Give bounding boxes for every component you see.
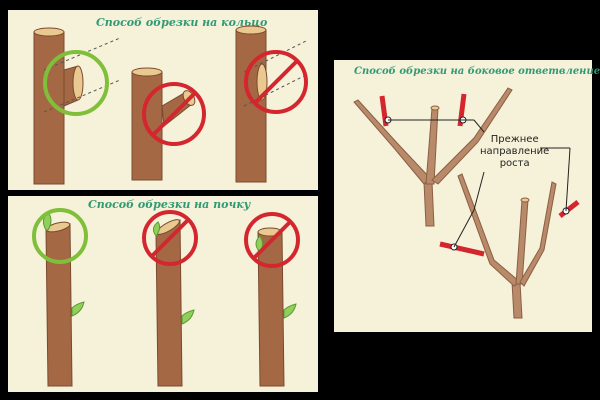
ring-correct-example [33,27,121,185]
ring-pruning-title: Способ обрезки на кольцо [96,16,268,29]
previous-growth-direction-label: Прежнее направление роста [480,134,550,169]
ring-pruning-panel: Способ обрезки на кольцо [8,10,318,190]
bud-pruning-drawing [32,208,300,387]
bud-correct-example [32,208,88,387]
upper-branch-example [353,87,513,227]
correct-ring-marker [43,50,109,116]
bud-wrong-example-1 [142,210,198,387]
side-branch-pruning-panel: Способ обрезки на боковое ответвление [334,60,600,332]
lower-left-cut-mark [439,241,485,257]
side-branch-pruning-drawing [353,87,580,319]
ring-pruning-drawing [33,25,309,185]
bud-pruning-title: Способ обрезки на почку [88,198,251,211]
lower-branch-example [439,147,580,319]
ring-wrong-deep-cut [235,25,309,183]
bud-wrong-example-2 [244,212,300,387]
ring-wrong-long-stub [131,67,206,181]
lower-right-cut-mark [558,200,580,218]
bud-pruning-panel: Способ обрезки на почку [8,196,318,392]
side-branch-pruning-title: Способ обрезки на боковое ответвление [354,66,600,77]
